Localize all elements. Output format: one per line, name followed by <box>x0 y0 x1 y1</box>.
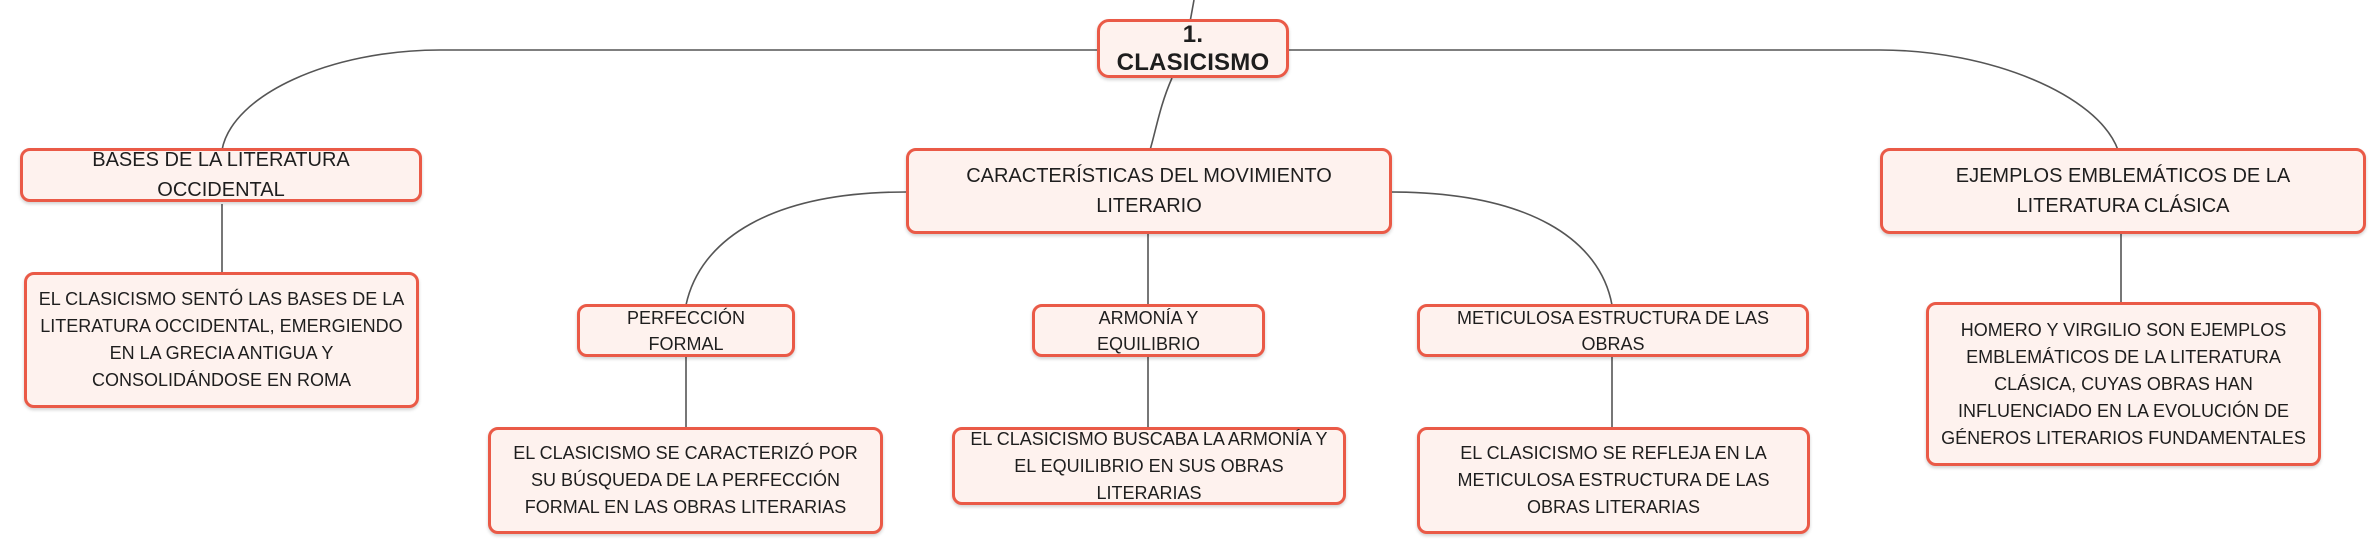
detail-bases-literatura[interactable]: EL CLASICISMO SENTÓ LAS BASES DE LA LITE… <box>24 272 419 408</box>
connector-root-ejemplos <box>1289 49 2119 151</box>
detail-estructura-text: EL CLASICISMO SE REFLEJA EN LA METICULOS… <box>1457 443 1770 517</box>
topic-meticulosa-estructura[interactable]: METICULOSA ESTRUCTURA DE LAS OBRAS <box>1417 304 1809 357</box>
topic-perfeccion-label: PERFECCIÓN FORMAL <box>626 307 745 354</box>
detail-meticulosa-estructura[interactable]: EL CLASICISMO SE REFLEJA EN LA METICULOS… <box>1417 427 1810 534</box>
topic-caracteristicas-label: CARACTERÍSTICAS DEL MOVIMIENTO LITERARIO <box>966 165 1332 217</box>
topic-bases-literatura[interactable]: BASES DE LA LITERATURA OCCIDENTAL <box>20 148 422 202</box>
connector-root-caracteristicas <box>1149 77 1173 151</box>
topic-ejemplos-label: EJEMPLOS EMBLEMÁTICOS DE LA LITERATURA C… <box>1955 165 2291 217</box>
connector-caract-perfeccion <box>685 191 907 306</box>
topic-armonia-equilibrio[interactable]: ARMONÍA Y EQUILIBRIO <box>1032 304 1265 357</box>
connector-parent-root <box>1189 0 1195 23</box>
topic-armonia-label: ARMONÍA Y EQUILIBRIO <box>1096 307 1201 354</box>
detail-ejemplos-emblematicos[interactable]: HOMERO Y VIRGILIO SON EJEMPLOS EMBLEMÁTI… <box>1926 302 2321 466</box>
topic-perfeccion-formal[interactable]: PERFECCIÓN FORMAL <box>577 304 795 357</box>
detail-ejemplos-text: HOMERO Y VIRGILIO SON EJEMPLOS EMBLEMÁTI… <box>1941 319 2306 448</box>
detail-bases-text: EL CLASICISMO SENTÓ LAS BASES DE LA LITE… <box>38 289 405 390</box>
connector-caract-estructura <box>1389 191 1613 306</box>
root-topic[interactable]: 1. CLASICISMO <box>1097 19 1289 78</box>
topic-bases-label: BASES DE LA LITERATURA OCCIDENTAL <box>92 149 350 201</box>
topic-estructura-label: METICULOSA ESTRUCTURA DE LAS OBRAS <box>1456 307 1770 354</box>
detail-perfeccion-text: EL CLASICISMO SE CARACTERIZÓ POR SU BÚSQ… <box>513 443 858 517</box>
topic-ejemplos-emblematicos[interactable]: EJEMPLOS EMBLEMÁTICOS DE LA LITERATURA C… <box>1880 148 2366 234</box>
connector-root-bases <box>221 49 1097 151</box>
root-topic-label: 1. CLASICISMO <box>1116 20 1270 76</box>
topic-caracteristicas[interactable]: CARACTERÍSTICAS DEL MOVIMIENTO LITERARIO <box>906 148 1392 234</box>
detail-perfeccion-formal[interactable]: EL CLASICISMO SE CARACTERIZÓ POR SU BÚSQ… <box>488 427 883 534</box>
detail-armonia-text: EL CLASICISMO BUSCABA LA ARMONÍA Y EL EQ… <box>970 428 1328 503</box>
detail-armonia-equilibrio[interactable]: EL CLASICISMO BUSCABA LA ARMONÍA Y EL EQ… <box>952 427 1346 505</box>
